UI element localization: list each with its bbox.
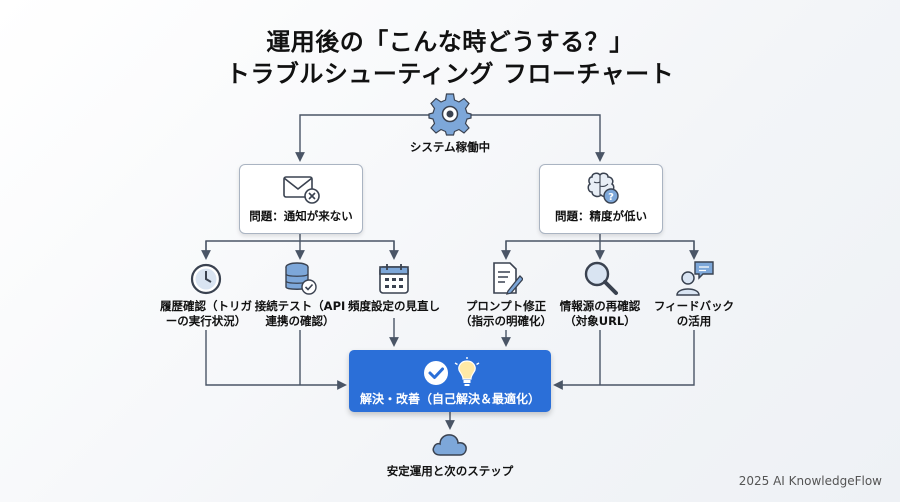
database-check-icon [285, 262, 317, 295]
solve-box: 解決・改善（自己解決＆最適化） [349, 350, 551, 412]
feedback-label: フィードバック の活用 [629, 299, 759, 329]
problem-notification-label: 問題：通知が来ない [249, 209, 353, 223]
person-chat-icon [676, 261, 714, 296]
prompt-fix-line-1: プロンプト修正 [465, 299, 547, 313]
check-history-line-2: ーの実行状況） [165, 314, 247, 328]
source-recheck-label: 情報源の再確認 （対象URL） [535, 299, 665, 329]
document-edit-icon [493, 262, 523, 295]
link-start-left [295, 114, 430, 162]
connection-test-label: 接続テスト（API 連携の確認） [235, 299, 365, 329]
feedback-line-1: フィードバック [653, 299, 735, 313]
problem-notification-box: 問題：通知が来ない [239, 164, 363, 234]
check-circle-icon [424, 361, 448, 385]
solve-label: 解決・改善（自己解決＆最適化） [359, 392, 540, 406]
mail-error-icon [283, 176, 320, 204]
title-line-1: 運用後の「こんな時どうする？」 [266, 28, 634, 56]
problem-accuracy-label: 問題：精度が低い [555, 209, 647, 223]
magnifier-icon [584, 261, 618, 295]
lightbulb-icon [454, 357, 480, 386]
start-label: システム稼働中 [409, 140, 491, 154]
footer-credit: 2025 AI KnowledgeFlow [738, 474, 882, 488]
link-feedback-solve [553, 330, 695, 390]
end-label: 安定運用と次のステップ [386, 464, 514, 478]
title-line-2: トラブルシューティング フローチャート [225, 60, 675, 88]
connection-test-line-1: 接続テスト（API [254, 299, 346, 313]
gear-icon [428, 93, 472, 136]
feedback-line-2: の活用 [676, 314, 712, 328]
frequency-review-label: 頻度設定の見直し [329, 299, 459, 314]
calendar-icon [379, 264, 409, 294]
link-start-right [470, 114, 605, 162]
prompt-fix-label: プロンプト修正 （指示の明確化） [441, 299, 571, 329]
link-history-solve [205, 330, 347, 390]
problem-accuracy-box: ? 問題：精度が低い [539, 164, 663, 234]
svg-text:?: ? [608, 192, 614, 203]
source-recheck-line-1: 情報源の再確認 [559, 299, 641, 313]
clock-icon [190, 263, 222, 295]
source-recheck-line-2: （対象URL） [564, 314, 636, 328]
brain-question-icon: ? [587, 172, 619, 204]
check-history-line-1: 履歴確認（トリガ [160, 299, 252, 313]
cloud-icon [432, 434, 467, 456]
prompt-fix-line-2: （指示の明確化） [460, 314, 552, 328]
frequency-review-line-1: 頻度設定の見直し [348, 299, 440, 313]
connection-test-line-2: 連携の確認） [265, 314, 335, 328]
check-history-label: 履歴確認（トリガ ーの実行状況） [141, 299, 271, 329]
